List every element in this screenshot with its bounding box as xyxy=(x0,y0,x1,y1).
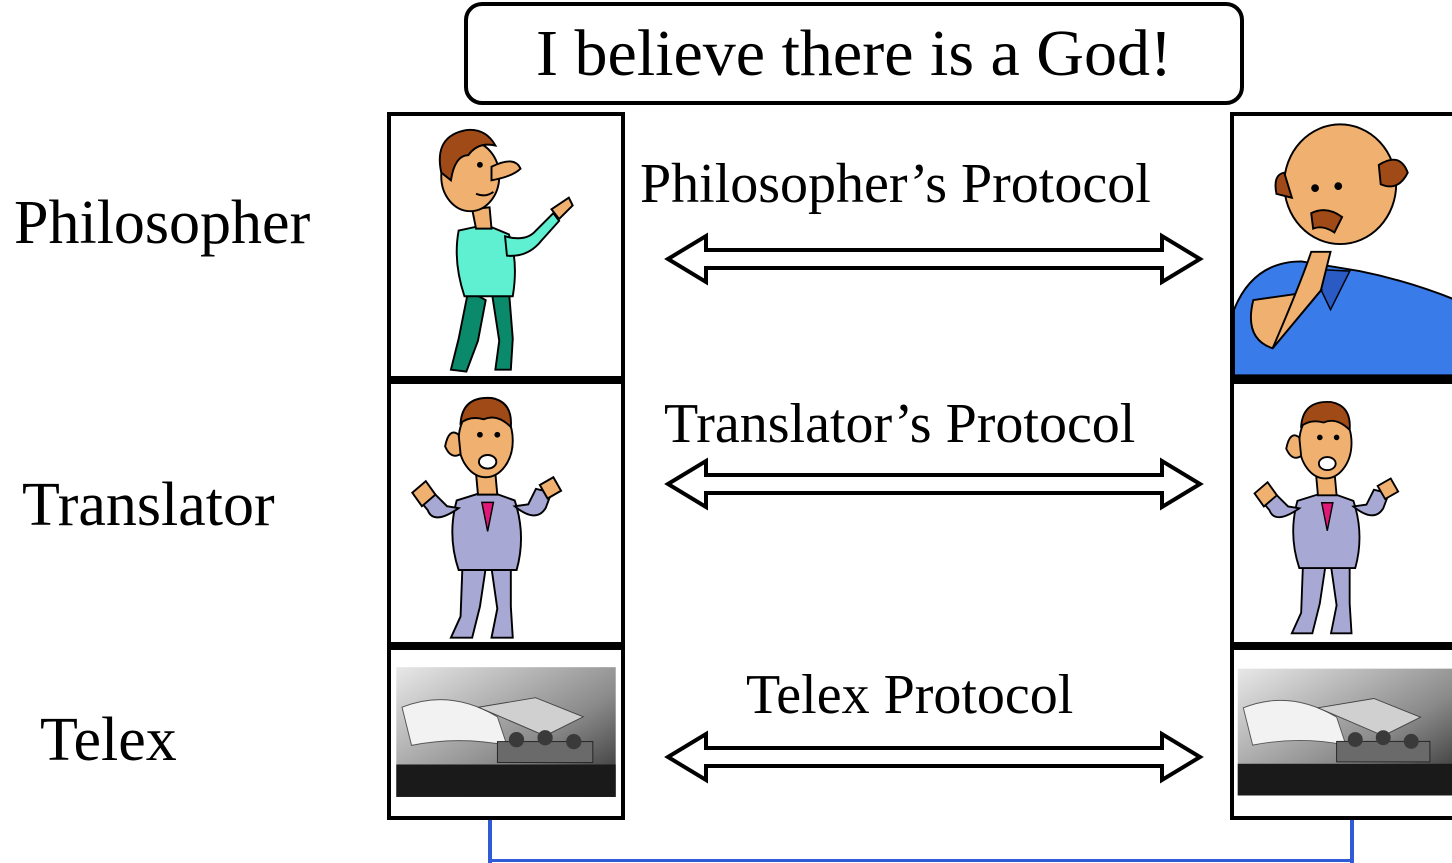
translator-protocol-arrow xyxy=(664,457,1204,511)
wire-right-drop xyxy=(1350,820,1354,863)
shrugging-man-icon xyxy=(1230,380,1452,646)
telex-layer-label: Telex xyxy=(40,706,177,774)
philosopher-protocol-arrow xyxy=(664,232,1204,286)
translator-layer-label: Translator xyxy=(22,471,275,539)
telex-protocol-label: Telex Protocol xyxy=(746,664,1074,726)
thinking-man-icon xyxy=(1230,112,1452,380)
speech-bubble-text: I believe there is a God! xyxy=(536,17,1172,90)
telegraph-key-photo xyxy=(1230,646,1452,820)
shrugging-man-icon xyxy=(387,380,625,646)
telegraph-key-photo xyxy=(387,646,625,820)
speech-bubble: I believe there is a God! xyxy=(464,2,1244,105)
philosopher-protocol-label: Philosopher’s Protocol xyxy=(640,153,1151,215)
telex-protocol-arrow xyxy=(664,730,1204,784)
translator-protocol-label: Translator’s Protocol xyxy=(664,393,1136,455)
philosopher-layer-label: Philosopher xyxy=(14,189,311,257)
wire-left-drop xyxy=(488,820,492,863)
pointing-man-icon xyxy=(387,112,625,380)
wire-link xyxy=(488,859,1354,862)
